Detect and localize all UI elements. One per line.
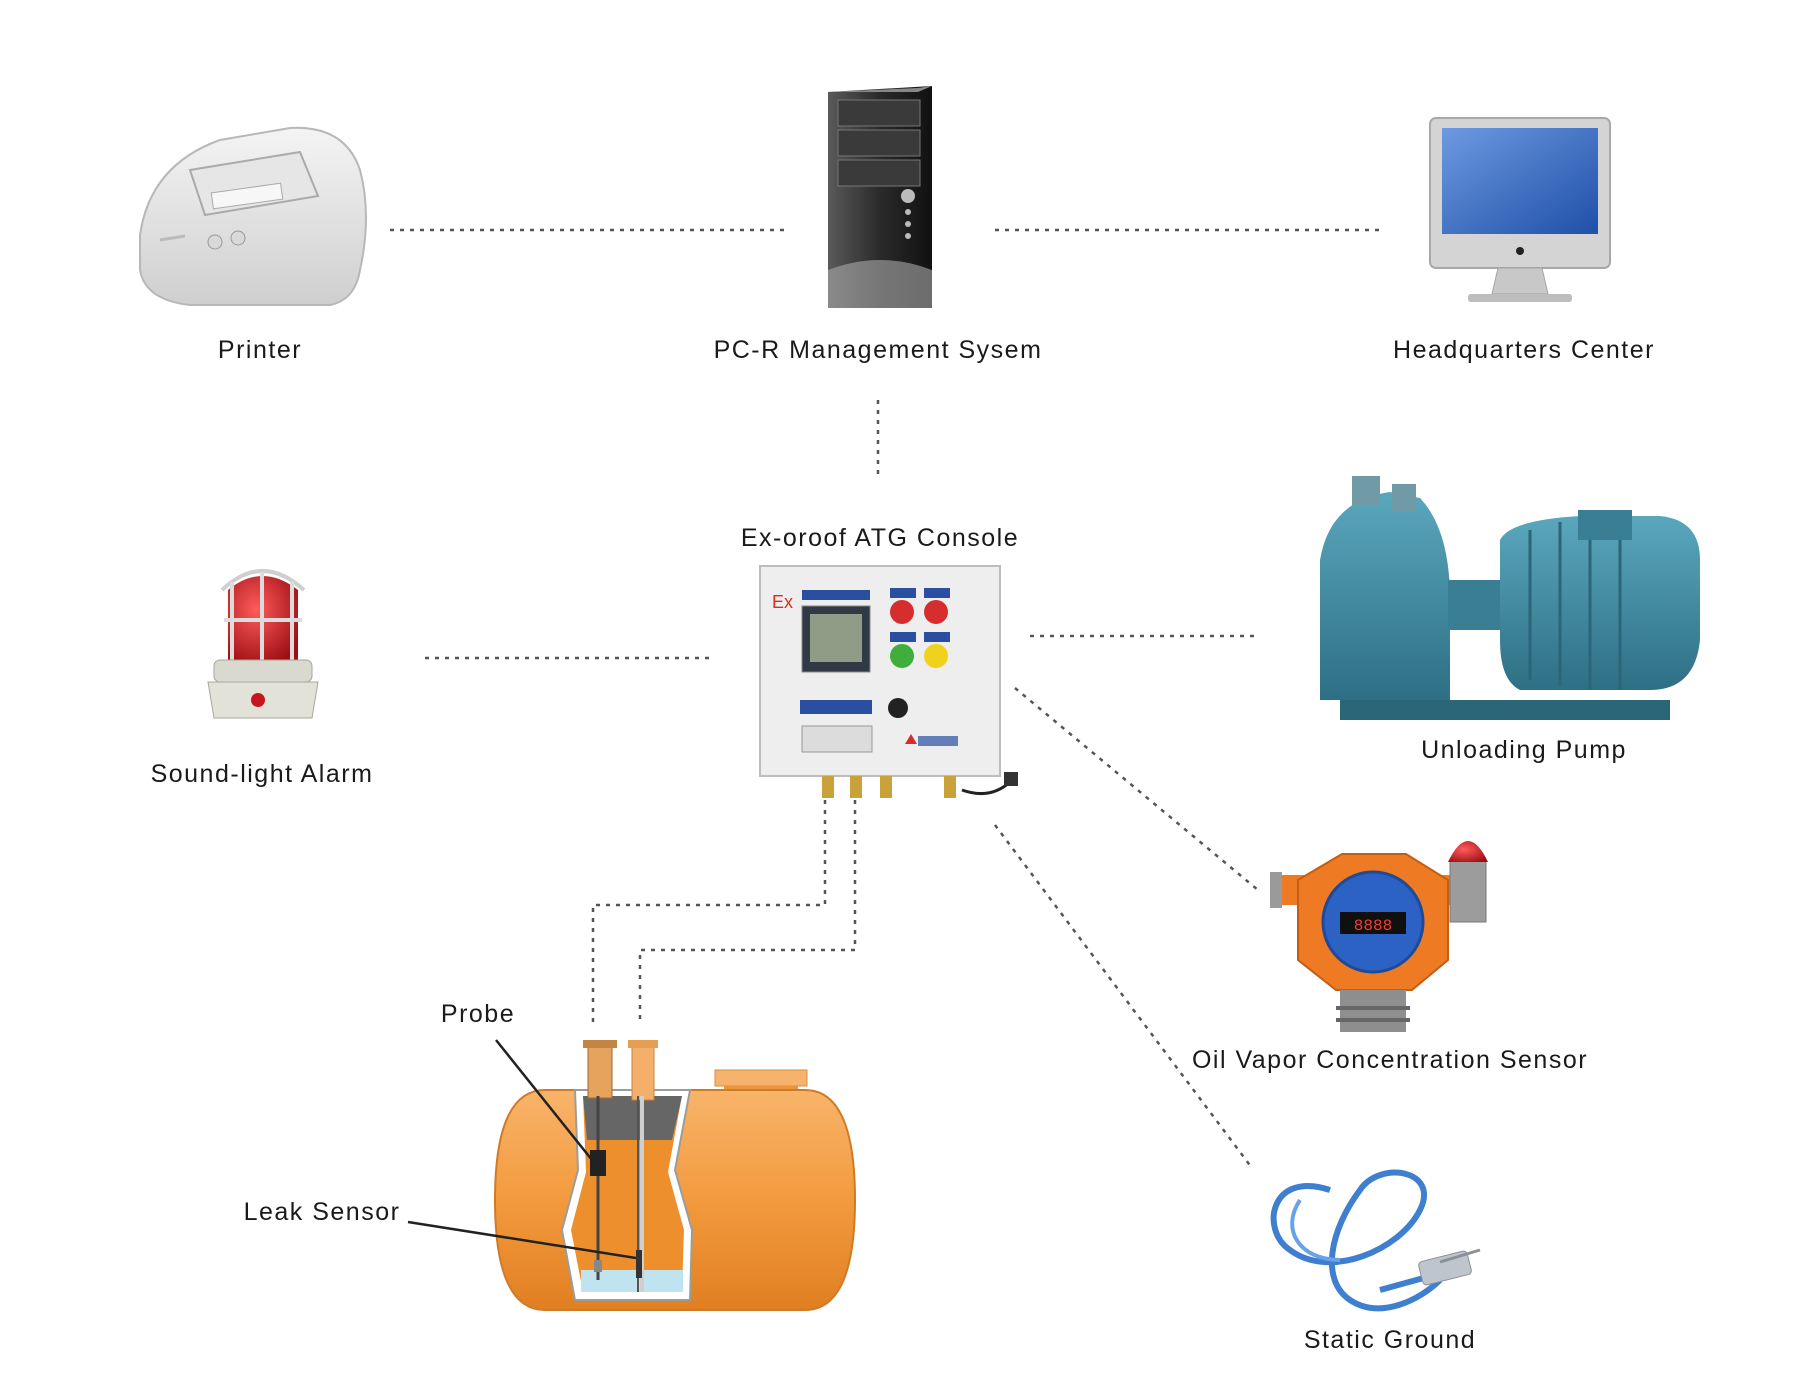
pump-label: Unloading Pump (1421, 736, 1627, 764)
vapor-sensor-icon: 8888 (1270, 841, 1488, 1032)
probe-leader (495, 1039, 593, 1161)
atg-console-icon: Ex (759, 565, 1018, 798)
static-ground-icon (1270, 1169, 1481, 1312)
leak-label: Leak Sensor (244, 1198, 401, 1226)
pc-label: PC-R Management Sysem (714, 336, 1043, 364)
vapor-display: 8888 (1354, 917, 1392, 935)
vapor-label: Oil Vapor Concentration Sensor (1192, 1046, 1588, 1074)
alarm-icon (207, 569, 319, 719)
pc-tower-icon (828, 86, 932, 308)
printer-icon (139, 126, 367, 306)
console-label: Ex-oroof ATG Console (741, 524, 1019, 552)
alarm-label: Sound-light Alarm (151, 760, 374, 788)
link-console-ground (993, 824, 1254, 1169)
monitor-icon (1429, 117, 1611, 302)
link-console-riser (638, 800, 857, 1025)
ex-mark: Ex (772, 592, 793, 612)
printer-label: Printer (218, 336, 302, 364)
pump-icon (1320, 476, 1700, 720)
tank-icon (493, 1040, 857, 1311)
ground-label: Static Ground (1304, 1326, 1476, 1354)
probe-label: Probe (441, 1000, 515, 1028)
hq-label: Headquarters Center (1393, 336, 1655, 364)
leak-leader (407, 1220, 637, 1260)
link-console-vapor (1014, 687, 1259, 891)
link-console-probe (591, 800, 827, 1025)
connections (390, 228, 1380, 1169)
